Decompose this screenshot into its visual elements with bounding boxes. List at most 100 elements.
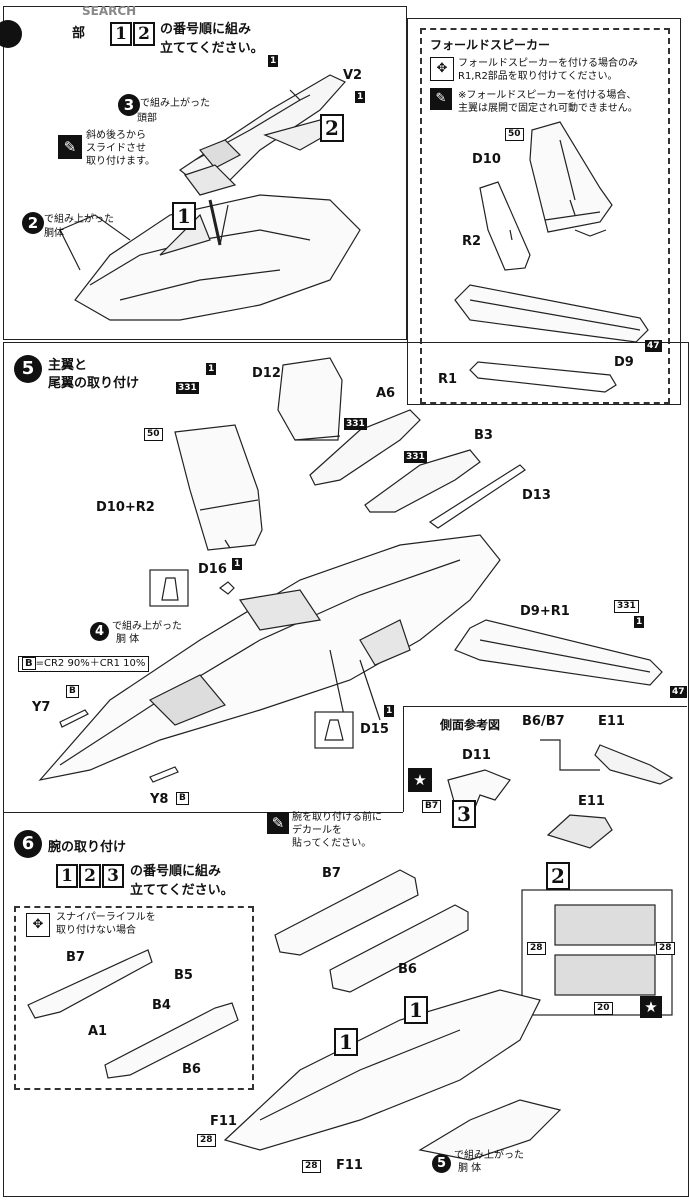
step5-title-l1: 主翼と [48,358,88,373]
divider-side-ref [403,706,687,707]
s6-b7-art [274,869,419,956]
s6-e11-detail-art [521,889,673,1016]
step4-order-text-1: の番号順に組み [160,22,252,37]
s5-tag-331-top: 331 [176,382,199,394]
side-big-2: 2 [546,862,570,890]
s5-d9r1-art [454,619,663,686]
s5-d13: D13 [522,488,551,503]
s5-body-art [38,534,501,781]
s5-d9r1: D9+R1 [520,604,570,619]
panel-fold-speaker-dashed [420,28,670,404]
s6-ref5-circle: 5 [432,1154,451,1173]
s5-d15: D15 [360,722,389,737]
s5-color-b: B [22,657,36,670]
fold-tag-47: 47 [645,340,662,352]
s6-big-1-a: 1 [334,1028,358,1056]
s6-sniper-l1: スナイパーライフルを [56,912,156,923]
fold-d9-art [454,284,649,343]
glue-brush-icon: ✎ [58,135,82,159]
s5-small-1-right: 1 [634,616,645,628]
side-e11: E11 [598,714,625,729]
step6-title: 腕の取り付け [48,840,127,855]
s5-a6: A6 [376,386,396,401]
s5-ref4-circle: 4 [90,622,109,641]
s6-order-1: 1 [56,864,78,888]
fold-note1-l2: R1,R2部品を取り付けてください。 [458,71,618,82]
s5-a6-art [309,409,421,486]
side-b6b7: B6/B7 [522,714,565,729]
step4-circle-partial [0,20,22,48]
s5-small-1-top: 1 [206,363,217,375]
s5-d13-art [428,464,526,529]
s5-d12-art [277,357,343,441]
fold-r1-art [469,361,617,393]
step4-small-1-right: 1 [355,91,366,103]
step4-note-l2: スライドさせ [86,143,146,154]
s6-e11-art [546,814,613,849]
step4-ref2-circle: 2 [22,212,44,234]
glue-brush-icon-s6: ✎ [267,812,289,834]
s6-b6: B6 [182,1062,201,1077]
s5-y8-color: B [176,792,189,805]
fold-d9: D9 [614,355,634,370]
s5-d10r2-art [174,424,263,551]
s5-color-box: B=CR2 90%＋CR1 10% [18,656,150,672]
step4-ref2-l2: 胴体 [44,228,64,239]
s6-b4: B4 [152,998,171,1013]
s6-f11-b: F11 [336,1158,363,1173]
s6-decal-l3: 貼ってください。 [292,838,372,849]
step4-head-art [178,74,346,196]
s5-y7-y8-art [59,709,179,783]
step6-circle: 6 [14,830,42,858]
s6-b7-main: B7 [322,866,341,881]
side-tag-b7: B7 [422,800,442,813]
step4-order-1: 1 [110,22,132,46]
s5-color-formula: =CR2 90%＋CR1 10% [35,658,146,669]
s6-b7: B7 [66,950,85,965]
side-big-3: 3 [452,800,476,828]
s5-small-1-d16: 1 [232,558,243,570]
s5-y7: Y7 [32,700,51,715]
step4-ref3-l2: 頭部 [137,113,157,124]
s6-a1: A1 [88,1024,108,1039]
step5-circle: 5 [14,355,42,383]
s5-ref4-l2: 胴 体 [116,634,140,645]
step4-note-l1: 斜め後ろから [86,130,146,141]
optional-part-icon: ✥ [430,57,454,81]
step5-title-l2: 尾翼の取り付け [48,376,140,391]
step4-order-text-2: 立ててください。 [160,41,264,56]
s6-sniper-l2: 取り付けない場合 [56,925,136,936]
s6-decal-l2: デカールを [292,825,342,836]
optional-part-icon-s6: ✥ [26,913,50,937]
s5-tag-50: 50 [144,428,163,441]
star-icon-e11: ★ [640,996,662,1018]
s6-sniper-b7-art [27,949,153,1019]
s5-d16-d15-art [149,569,354,749]
s5-ref4-l1: で組み上がった [112,621,182,632]
s6-tag-28b: 28 [302,1160,321,1173]
fold-r1: R1 [438,372,458,387]
step4-body-art [59,194,361,321]
side-e11b: E11 [578,794,605,809]
s6-b6-main: B6 [398,962,417,977]
s5-tag-331-right: 331 [614,600,639,613]
s6-order-2: 2 [79,864,101,888]
s5-d10r2: D10+R2 [96,500,155,515]
s5-tag-331-b3: 331 [404,451,427,463]
step4-note-l3: 取り付けます。 [86,156,155,167]
fold-r2: R2 [462,234,482,249]
star-icon-d11: ★ [408,768,432,792]
s5-tag-331-a6: 331 [344,418,367,430]
step4-big-2: 2 [320,114,344,142]
step4-order-2: 2 [133,22,155,46]
fold-note1-l1: フォールドスピーカーを付ける場合のみ [458,58,638,69]
fold-d10: D10 [472,152,501,167]
side-tag-28b: 28 [656,942,675,955]
panel-sniper-dashed [14,906,254,1090]
s6-big-1-b: 1 [404,996,428,1024]
fold-d10-art [529,121,613,237]
s5-b3-art [364,449,481,513]
side-title: 側面参考図 [440,718,501,732]
watermark: SEARCH [82,4,137,18]
